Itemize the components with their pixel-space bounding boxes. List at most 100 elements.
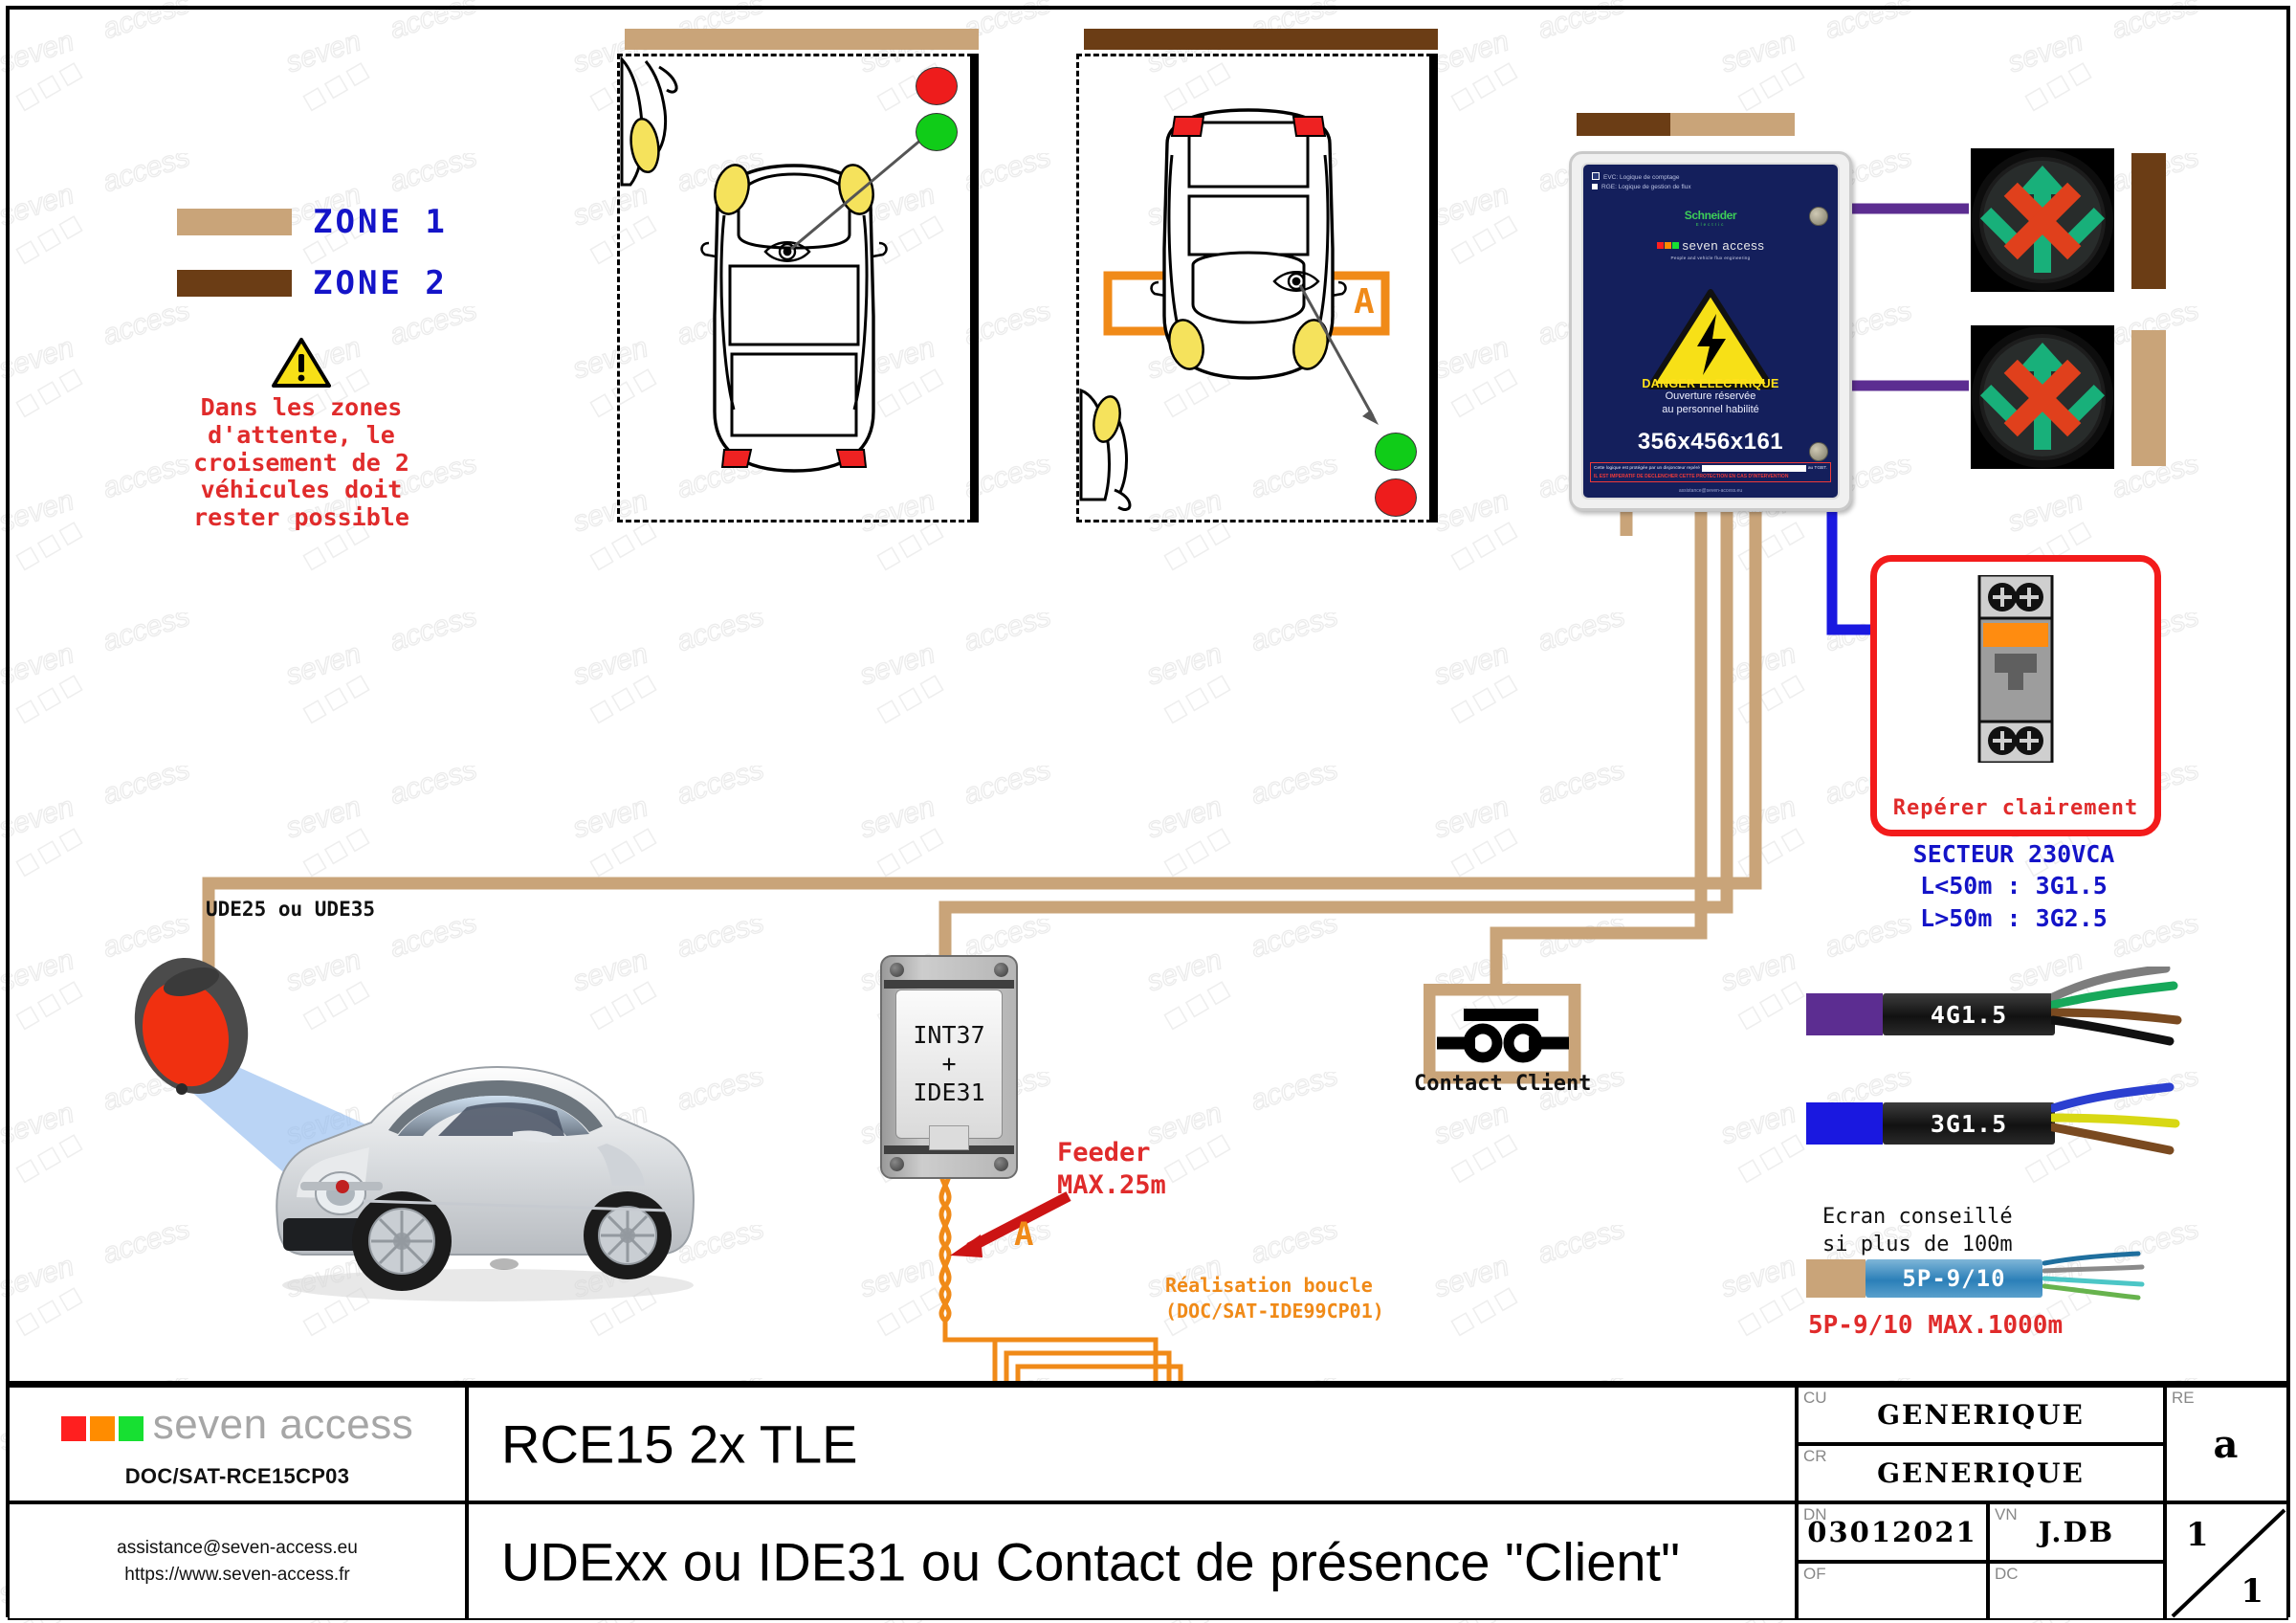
zone-2-label: ZONE 2 — [313, 264, 448, 302]
mains-spec-block: SECTEUR 230VCA L<50m : 3G1.5 L>50m : 3G2… — [1870, 838, 2157, 934]
circuit-breaker-icon — [1977, 575, 2054, 763]
cabinet-zone-2-bar — [1577, 113, 1670, 136]
cabinet-dimensions: 356x456x161 — [1637, 429, 1784, 455]
cu-cell: CU GENERIQUE — [1797, 1386, 2165, 1444]
page-current: 1 — [2186, 1516, 2211, 1554]
cable-5p910-color-tag — [1806, 1259, 1866, 1298]
max-length-note: 5P-9/10 MAX.1000m — [1808, 1311, 2064, 1340]
logo-square-orange — [1664, 242, 1671, 249]
seven-access-logo-cabinet: seven access People and vehicle flux eng… — [1583, 237, 1838, 260]
schneider-logo: Schneider Electric — [1583, 209, 1838, 227]
breaker-label: Repérer clairement — [1892, 796, 2139, 820]
partial-car-bottom — [1079, 388, 1132, 511]
cable-4g15-color-tag — [1806, 993, 1883, 1035]
support-email[interactable]: assistance@seven-access.eu — [117, 1537, 358, 1558]
car-top-view — [1150, 108, 1347, 380]
cable-3g15: 3G1.5 — [1806, 1082, 2180, 1155]
warning-line-5: rester possible — [193, 503, 409, 531]
shield-note: Ecran conseillé si plus de 100m — [1822, 1204, 2013, 1258]
module-connector-tab — [929, 1125, 969, 1150]
protection-warning-line: IL EST IMPERATIF DE DECLENCHER CETTE PRO… — [1594, 474, 1789, 479]
zone-2-panel: A — [1076, 29, 1449, 526]
schneider-sub: Electric — [1695, 222, 1726, 227]
page-total: 1 — [2241, 1572, 2265, 1611]
car-top-view — [700, 164, 888, 473]
logo-square-green — [118, 1416, 144, 1441]
logo-square-red — [1656, 242, 1664, 249]
cabinet-lock-top[interactable] — [1809, 207, 1828, 226]
drawing-title: RCE15 2x TLE — [501, 1413, 858, 1475]
warning-line-2: d'attente, le — [208, 420, 395, 449]
feeder-line-1: Feeder — [1057, 1138, 1151, 1167]
company-name: seven access — [152, 1401, 414, 1448]
zone-1-red-lamp — [916, 67, 958, 105]
module-label-line-3: IDE31 — [913, 1078, 985, 1106]
checkbox-evc-label: EVC: Logique de comptage — [1603, 174, 1680, 181]
cable-3g15-color-tag — [1806, 1102, 1883, 1145]
module-label-line-2: + — [941, 1050, 957, 1078]
cabinet-email: assistance@seven-access.eu — [1678, 488, 1743, 494]
danger-line-2: au personnel habilité — [1662, 403, 1759, 415]
revision-value: a — [2213, 1421, 2241, 1467]
detector-label: UDE25 ou UDE35 — [206, 898, 376, 921]
protection-text-suffix: au TGBT. — [1807, 466, 1827, 471]
title-block: seven access DOC/SAT-RCE15CP03 assistanc… — [8, 1381, 2288, 1620]
front-wheel — [352, 1191, 452, 1291]
warning-triangle-icon — [272, 338, 331, 388]
zone-1-swatch — [177, 209, 292, 235]
revision-cell: RE a — [2165, 1386, 2288, 1502]
cr-value: GENERIQUE — [1877, 1457, 2085, 1489]
protection-input-field[interactable] — [1701, 465, 1806, 472]
zone-2-green-lamp — [1375, 433, 1417, 471]
led-2-zone-1-stripe — [2131, 330, 2166, 466]
schneider-name: Schneider — [1684, 209, 1737, 222]
zone-2-red-lamp — [1375, 478, 1417, 517]
cabinet-company-tagline: People and vehicle flux engineering — [1670, 256, 1751, 260]
title-main-cell: RCE15 2x TLE — [467, 1386, 1797, 1502]
cabinet-lock-bottom[interactable] — [1809, 442, 1828, 461]
zone-1-label: ZONE 1 — [313, 203, 448, 241]
checkbox-rge-label: RGE: Logique de gestion de flux — [1601, 184, 1691, 191]
cable-3g15-conductors — [2051, 1082, 2180, 1155]
warning-note: Dans les zones d'attente, le croisement … — [148, 337, 454, 532]
loop-note-line-1: Réalisation boucle — [1165, 1274, 1373, 1297]
website-url[interactable]: https://www.seven-access.fr — [124, 1564, 350, 1585]
cable-3g15-label: 3G1.5 — [1883, 1102, 2055, 1145]
feeder-arrow-icon — [950, 1191, 1071, 1257]
warning-line-4: véhicules doit — [200, 476, 403, 504]
warning-line-3: croisement de 2 — [193, 448, 409, 477]
module-screw-br — [994, 1157, 1008, 1171]
cabinet-front-panel: EVC: Logique de comptage RGE: Logique de… — [1581, 163, 1840, 500]
led-1-zone-2-stripe — [2131, 153, 2166, 289]
contact-client-label: Contact Client — [1414, 1072, 1592, 1096]
drawing-subtitle: UDExx ou IDE31 ou Contact de présence "C… — [501, 1531, 1680, 1591]
zone-1-green-lamp — [916, 113, 958, 151]
danger-text-block: DANGER ELECTRIQUE Ouverture réservée au … — [1583, 377, 1838, 417]
zone-2-loop-letter: A — [1354, 282, 1375, 322]
legend-item-zone-1: ZONE 1 — [177, 203, 448, 241]
zone-1-panel — [617, 29, 981, 526]
cabinet-protection-note: Cette logique est protégée par un disjon… — [1590, 462, 1831, 482]
loop-letter-a: A — [1014, 1215, 1034, 1254]
circuit-breaker-box: Repérer clairement — [1870, 555, 2161, 836]
warning-line-1: Dans les zones — [200, 393, 403, 421]
int37-ide31-module[interactable]: INT37 + IDE31 — [880, 955, 1018, 1179]
dn-value: 03012021 — [1807, 1516, 1977, 1548]
zone-legend: ZONE 1 ZONE 2 — [177, 203, 448, 325]
zone-1-graphics — [620, 56, 935, 473]
module-screw-tl — [890, 963, 904, 977]
zone-2-swatch — [177, 270, 292, 297]
led-signal-group — [1971, 148, 2114, 469]
of-cell: OF — [1797, 1562, 1988, 1620]
control-cabinet[interactable]: EVC: Logique de comptage RGE: Logique de… — [1569, 151, 1852, 511]
cable-5p910-conductors — [2042, 1251, 2145, 1301]
cable-4g15-label: 4G1.5 — [1883, 993, 2055, 1035]
rear-wheel — [584, 1191, 672, 1279]
cabinet-zone-1-bar — [1670, 113, 1795, 136]
vn-cell: VN J.DB — [1988, 1502, 2165, 1562]
module-screw-tr — [994, 963, 1008, 977]
logo-square-red — [60, 1416, 86, 1441]
cable-4g15: 4G1.5 — [1806, 967, 2182, 1046]
cu-value: GENERIQUE — [1877, 1399, 2085, 1431]
seven-access-logo: seven access — [10, 1401, 465, 1449]
